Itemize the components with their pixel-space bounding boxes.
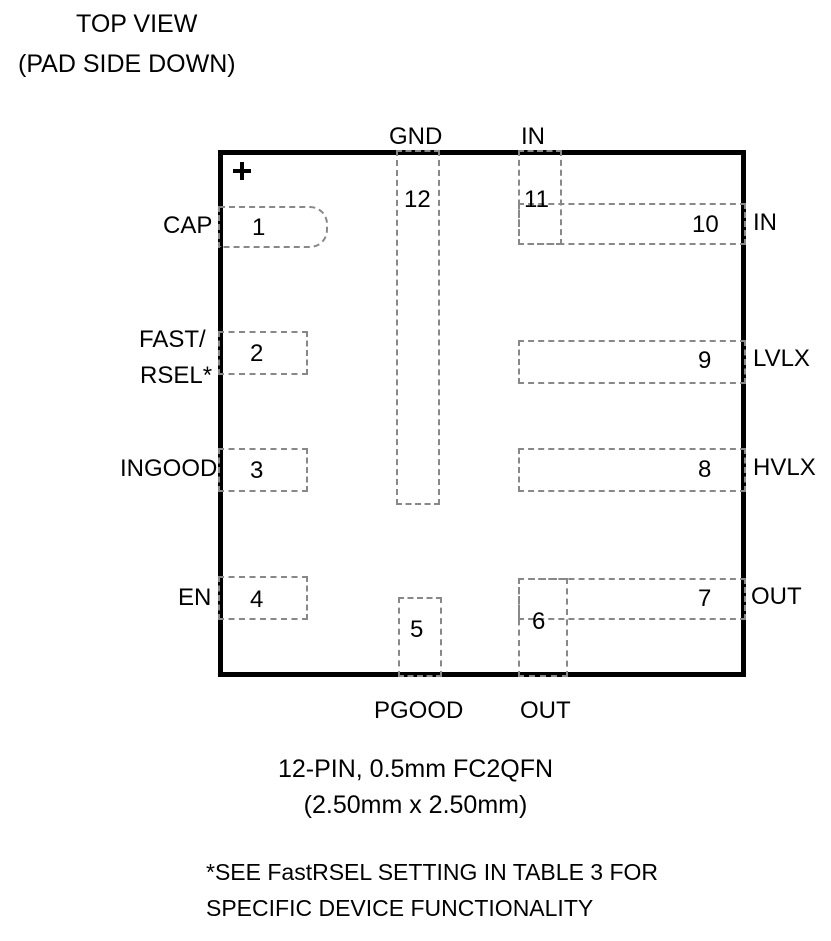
- pin-label-rsel: RSEL*: [140, 362, 213, 389]
- pad-number-11: 11: [524, 186, 549, 213]
- pin1-plus-marker: [233, 162, 251, 180]
- pin-label-cap: CAP: [163, 212, 213, 239]
- footnote-line2: SPECIFIC DEVICE FUNCTIONALITY: [206, 895, 594, 921]
- pad-number-6: 6: [532, 608, 546, 635]
- pin-label-hvlx: HVLX: [753, 454, 816, 481]
- pad-number-5: 5: [410, 616, 424, 643]
- pad-number-9: 9: [698, 347, 712, 374]
- pad-pin-11: [518, 150, 562, 245]
- pad-number-2: 2: [250, 340, 264, 367]
- pad-pin-3: [218, 448, 308, 492]
- view-title-line1: TOP VIEW: [76, 10, 198, 38]
- pad-pin-8: [518, 448, 746, 492]
- pin-label-gnd: GND: [389, 123, 443, 150]
- pad-pin-9: [518, 340, 746, 384]
- pin-label-in-right: IN: [753, 209, 777, 236]
- pad-number-12: 12: [404, 186, 431, 213]
- package-caption-line1: 12-PIN, 0.5mm FC2QFN: [277, 755, 554, 783]
- pad-number-1: 1: [252, 214, 266, 241]
- pad-number-4: 4: [250, 586, 264, 613]
- pad-pin-1: [218, 206, 328, 248]
- pad-pin-7: [518, 578, 746, 620]
- package-caption-line2: (2.50mm x 2.50mm): [303, 791, 528, 819]
- pin-label-pgood: PGOOD: [374, 697, 464, 724]
- pad-pin-4: [218, 576, 308, 620]
- pad-number-7: 7: [698, 585, 712, 612]
- pin-label-in-top: IN: [521, 123, 545, 150]
- pad-pin-2: [218, 331, 308, 375]
- pin-label-en: EN: [178, 584, 212, 611]
- pad-number-3: 3: [250, 457, 264, 484]
- pad-number-8: 8: [698, 456, 712, 483]
- pad-pin-5: [398, 597, 442, 677]
- view-title-line2: (PAD SIDE DOWN): [18, 50, 236, 78]
- pad-pin-12: [396, 150, 440, 505]
- pad-number-10: 10: [692, 211, 719, 238]
- pin-label-fast: FAST/: [139, 326, 206, 353]
- pin-label-out-bottom: OUT: [520, 697, 571, 724]
- pin-label-ingood: INGOOD: [120, 455, 218, 482]
- footnote-line1: *SEE FastRSEL SETTING IN TABLE 3 FOR: [206, 859, 659, 885]
- pin-label-out-right: OUT: [751, 583, 802, 610]
- pin-label-lvlx: LVLX: [753, 345, 810, 372]
